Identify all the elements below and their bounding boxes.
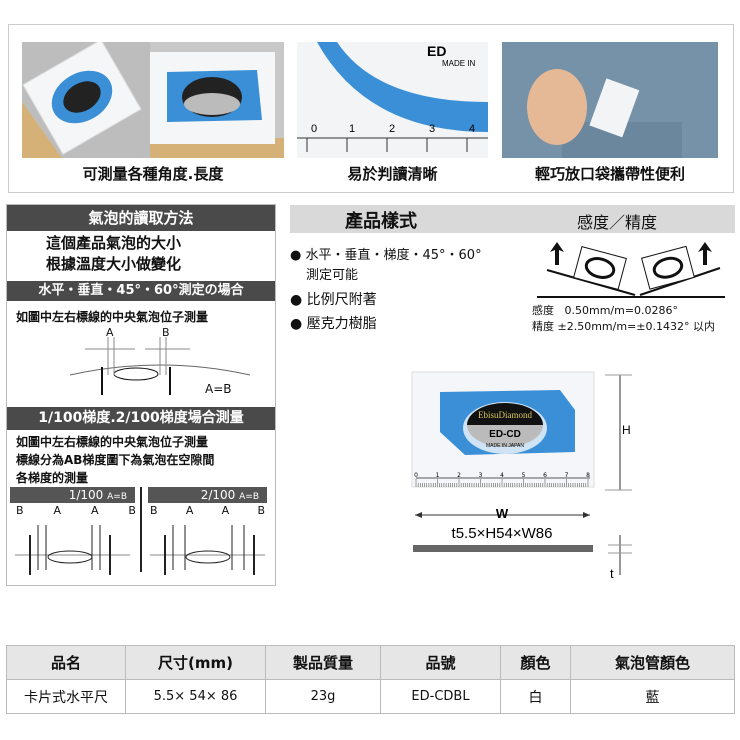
header-cell: 製品質量 [265, 645, 381, 680]
model-text: ED-CD [489, 429, 521, 440]
label: 精度 [532, 320, 554, 333]
caption-portable: 輕巧放口袋攜帶性便利 [534, 165, 685, 183]
photo-pocket [502, 42, 718, 158]
section2-text-3: 各梯度的測量 [16, 471, 89, 485]
ruler-label: 8 [586, 472, 590, 479]
product-dimension-drawing: EbisuDiamond ED-CD MADE IN JAPAN 0 1 2 3 4 5 6… [411, 371, 632, 581]
cell: 藍 [570, 679, 735, 714]
sensitivity-title: 感度／精度 [577, 213, 658, 232]
bullet-text-cont: 測定可能 [306, 268, 359, 283]
made-in-text: MADE IN JAPAN [486, 443, 524, 449]
svg-text:2: 2 [389, 123, 395, 135]
section2-title: 1/100梯度.2/100梯度場合測量 [7, 407, 275, 430]
feature-photos-frame [8, 24, 734, 193]
header-cell: 氣泡管顏色 [570, 645, 735, 680]
letter: B [150, 504, 158, 517]
g1-eq: A=B [107, 492, 127, 502]
svg-text:4: 4 [469, 123, 475, 135]
reading-title: 氣泡的讀取方法 [7, 205, 275, 231]
g2-label: 2/100 [200, 488, 236, 502]
gradient-2-100-label: 2/100 A=B [148, 487, 267, 503]
cell: 23g [265, 679, 381, 714]
spec-bullet: ● 壓克力樹脂 [290, 316, 377, 332]
caption-angle: 可測量各種角度.長度 [82, 165, 224, 183]
section2-text-2: 標線分為AB梯度圖下為氣泡在空隙間 [16, 453, 215, 467]
ruler-label: 7 [565, 472, 569, 479]
ruler-label: 0 [414, 472, 418, 479]
g1-label: 1/100 [68, 488, 104, 502]
reading-intro-2: 根據溫度大小做變化 [46, 255, 182, 273]
label-a: A [106, 326, 114, 339]
cell: 5.5× 54× 86 [125, 679, 266, 714]
bullet-text: 壓克力樹脂 [306, 316, 377, 332]
spec-table: 品名 尺寸(mm) 製品質量 品號 顏色 氣泡管顏色 卡片式水平尺 5.5× 5… [6, 645, 735, 714]
bullet-text: 比例尺附著 [306, 292, 377, 308]
level-bubble-diagram [69, 337, 251, 395]
ruler-label: 6 [543, 472, 547, 479]
letter: A [185, 504, 194, 517]
ruler-label: 3 [479, 472, 483, 479]
spec-title: 產品樣式 [345, 211, 417, 232]
header-cell: 品號 [380, 645, 501, 680]
header-cell: 品名 [6, 645, 126, 680]
header-cell: 顏色 [500, 645, 571, 680]
spec-header-bar [290, 205, 735, 233]
reading-intro-1: 這個產品氣泡的大小 [46, 234, 182, 252]
ruler-label: 5 [522, 472, 526, 479]
cell: 白 [500, 679, 571, 714]
section1-text: 如圖中左右標線的中央氣泡位子測量 [16, 310, 209, 324]
svg-text:0: 0 [311, 123, 317, 135]
value: ±2.50mm/m=±0.1432° 以内 [557, 320, 715, 333]
reading-panel [6, 204, 276, 586]
gradient-1-100-label: 1/100 A=B [10, 487, 135, 503]
svg-text:1: 1 [349, 123, 355, 135]
ruler-label: 4 [500, 472, 504, 479]
header-cell: 尺寸(mm) [125, 645, 266, 680]
section2-text-1: 如圖中左右標線的中央氣泡位子測量 [16, 435, 209, 449]
cell: ED-CDBL [380, 679, 501, 714]
accuracy-line: 精度 ±2.50mm/m=±0.1432° 以内 [532, 318, 715, 334]
t-label: t [610, 566, 614, 581]
value: 0.50mm/m=0.0286° [564, 304, 679, 317]
caption-readable: 易於判讀清晰 [347, 165, 438, 183]
bullet-text: 水平・垂直・梯度・45°・60° [305, 248, 482, 263]
g2-eq: A=B [239, 492, 259, 502]
photo-angle-measure [22, 42, 284, 158]
cell: 卡片式水平尺 [6, 679, 126, 714]
label: 感度 [532, 304, 554, 317]
spec-bullets: ● 水平・垂直・梯度・45°・60° 測定可能 ● 比例尺附著 ● 壓克力樹脂 [290, 246, 482, 334]
letter: A [53, 504, 62, 517]
letter: B [16, 504, 24, 517]
ruler-label: 1 [436, 472, 440, 479]
divider [140, 487, 142, 572]
sensitivity-diagram [537, 242, 725, 298]
label-a-equals-b: A=B [205, 382, 232, 396]
sensitivity-line: 感度 0.50mm/m=0.0286° [532, 302, 678, 318]
brand-logo: EbisuDiamond [478, 410, 532, 420]
label-b: B [162, 326, 170, 339]
letter: A [221, 504, 230, 517]
dimensions-text: t5.5×H54×W86 [452, 525, 553, 542]
table-header-row: 品名 尺寸(mm) 製品質量 品號 顏色 氣泡管顏色 [6, 645, 735, 680]
letter: B [257, 504, 265, 517]
gradient-bubble-diagrams [15, 525, 265, 575]
section1-title: 水平・垂直・45°・60°測定の場合 [7, 281, 275, 301]
svg-text:MADE IN: MADE IN [442, 59, 476, 68]
w-label: W [496, 506, 509, 521]
letter: A [90, 504, 99, 517]
svg-text:ED: ED [427, 43, 446, 59]
svg-text:3: 3 [429, 123, 435, 135]
spec-bullet: ● 比例尺附著 [290, 292, 377, 308]
ruler-ticks: 0 1 2 3 4 5 6 7 8 [414, 472, 590, 487]
spec-bullet: ● 水平・垂直・梯度・45°・60° [290, 248, 482, 263]
h-label: H [622, 423, 631, 437]
table-row: 卡片式水平尺 5.5× 54× 86 23g ED-CDBL 白 藍 [6, 679, 735, 714]
ruler-label: 2 [457, 472, 461, 479]
letter: B [128, 504, 136, 517]
